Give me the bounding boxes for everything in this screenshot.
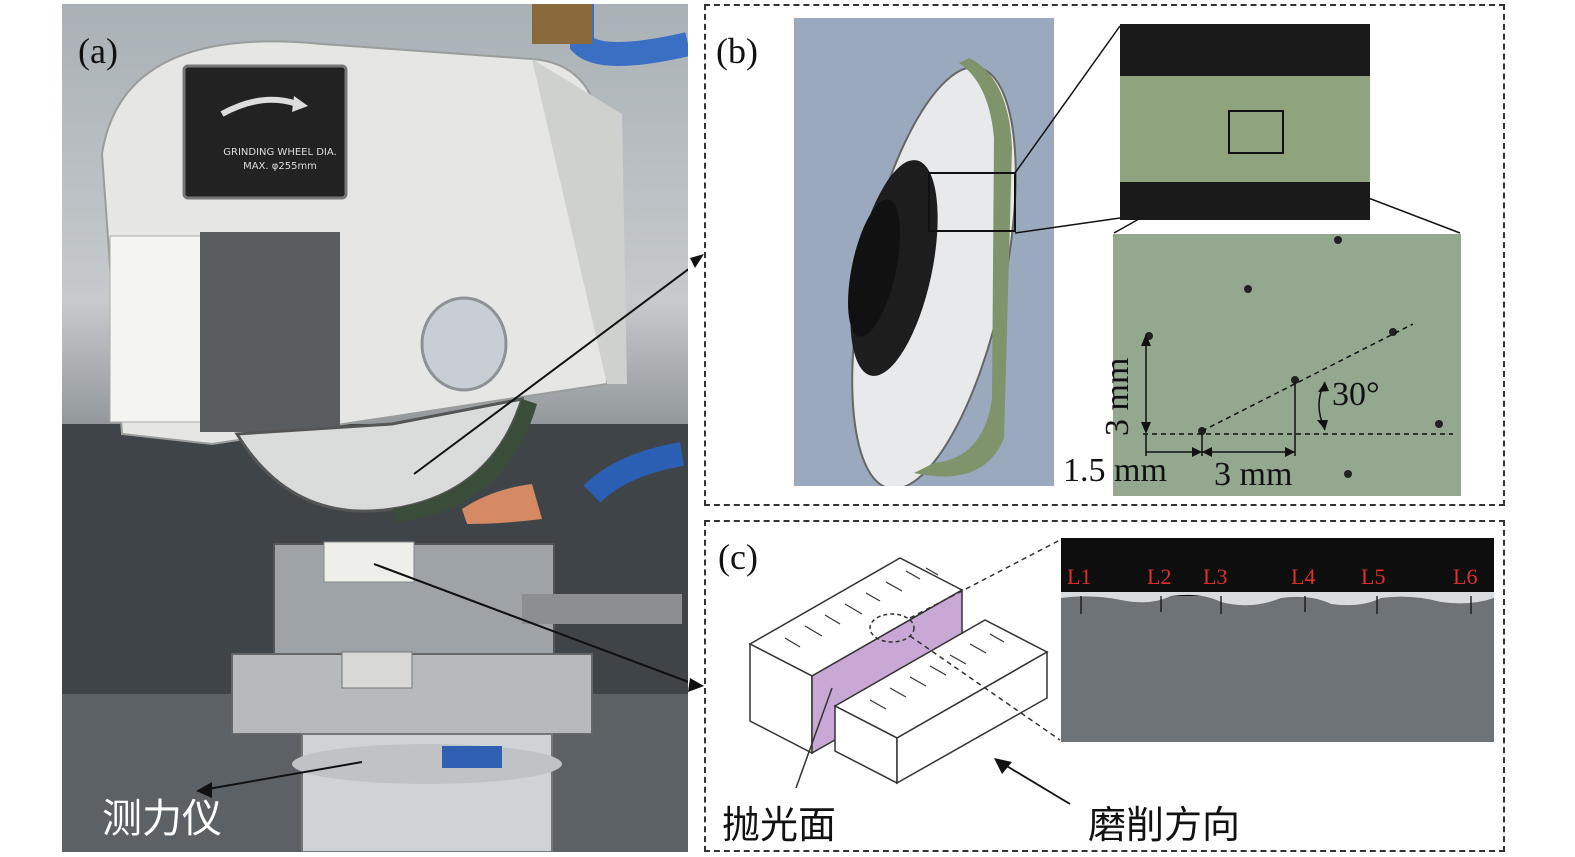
panel-c-label: (c) — [718, 537, 758, 577]
split-specimen-drawing — [748, 557, 1049, 788]
wheel-edge-closeup — [1120, 24, 1370, 220]
dim-vertical-3mm: 3 mm — [1099, 357, 1136, 436]
layer-label-l6: L6 — [1453, 564, 1478, 589]
panel-b-frame — [704, 4, 1505, 506]
abrasive-pattern-micrograph — [1113, 234, 1461, 496]
dim-horizontal-1-5mm: 1.5 mm — [1063, 452, 1167, 489]
polished-face-label: 抛光面 — [722, 803, 837, 847]
angle-30-degree: 30° — [1332, 376, 1380, 413]
grinding-wheel-photo — [794, 18, 1054, 490]
grinding-machine-illustration — [62, 4, 688, 852]
dynamometer-label: 测力仪 — [102, 796, 222, 842]
grinding-machine-photo: GRINDING WHEEL DIA. MAX. φ255mm (a) 测力仪 — [62, 4, 688, 852]
arrow-to-panel-c-icon — [688, 678, 704, 692]
grinding-direction-arrow-icon — [994, 758, 1071, 805]
sem-callout-lines — [909, 539, 1061, 741]
layer-label-l3: L3 — [1203, 564, 1228, 589]
layer-label-l5: L5 — [1361, 564, 1386, 589]
panel-a-label: (a) — [78, 31, 118, 71]
arrow-to-panel-b-icon — [690, 254, 704, 268]
grinding-direction-label: 磨削方向 — [1088, 803, 1241, 847]
sem-cross-section-image: L1 L2 L3 L4 L5 L6 — [1061, 538, 1494, 742]
panel-b-label: (b) — [716, 31, 758, 71]
guard-plate-line-2: MAX. φ255mm — [243, 161, 317, 172]
guard-plate-line-1: GRINDING WHEEL DIA. — [223, 147, 337, 158]
layer-label-l4: L4 — [1291, 564, 1316, 589]
layer-label-l2: L2 — [1147, 564, 1172, 589]
panel-c-frame — [704, 520, 1505, 852]
dim-horizontal-3mm: 3 mm — [1214, 456, 1293, 493]
layer-label-l1: L1 — [1067, 564, 1092, 589]
